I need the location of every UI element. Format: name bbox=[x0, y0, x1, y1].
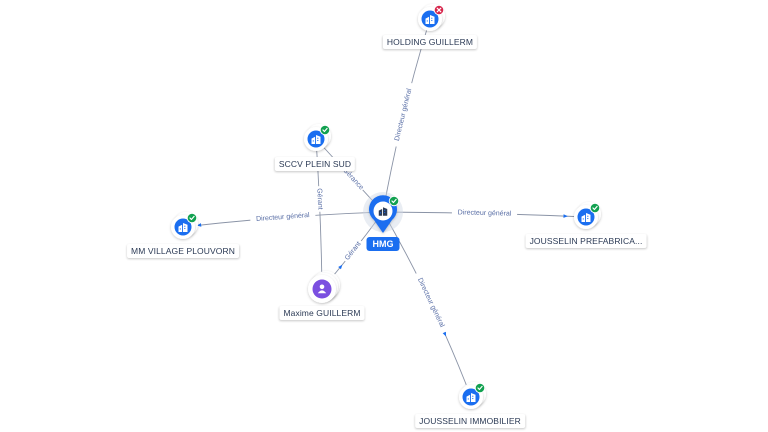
person-node[interactable] bbox=[308, 271, 340, 303]
edge-arrow bbox=[442, 331, 447, 337]
relation-edge-center-mm[interactable]: Directeur général bbox=[182, 210, 384, 228]
edge-label: Directeur général bbox=[416, 277, 446, 329]
company-node-sccv[interactable] bbox=[304, 124, 331, 151]
active-status-icon bbox=[474, 382, 486, 394]
node-label-sccv: SCCV PLEIN SUD bbox=[274, 157, 356, 171]
edge-label-bg bbox=[314, 185, 325, 212]
building-icon bbox=[581, 213, 591, 222]
building-icon bbox=[378, 207, 388, 216]
active-status-icon bbox=[186, 212, 198, 224]
edge-arrow bbox=[196, 223, 202, 227]
building-icon bbox=[178, 223, 188, 232]
node-label-mm: MM VILLAGE PLOUVORN bbox=[127, 244, 239, 258]
edge-label: Gérant bbox=[315, 188, 323, 210]
edge-label-bg bbox=[451, 208, 518, 219]
node-label-person: Maxime GUILLERM bbox=[279, 306, 365, 320]
edge-arrow bbox=[338, 264, 343, 270]
edge-label: Directeur général bbox=[458, 209, 512, 217]
person-icon bbox=[317, 284, 327, 294]
building-icon bbox=[466, 393, 476, 402]
company-node-mm[interactable] bbox=[171, 212, 198, 239]
center-node[interactable] bbox=[363, 192, 403, 233]
edge-label-bg bbox=[391, 82, 416, 148]
edge-label: Gérant bbox=[344, 241, 363, 262]
active-status-icon bbox=[589, 202, 601, 214]
node-label-holding: HOLDING GUILLERM bbox=[382, 35, 478, 49]
edge-arrow bbox=[563, 214, 568, 218]
building-icon bbox=[425, 15, 435, 24]
closed-status-icon bbox=[433, 4, 445, 16]
edge-label-bg bbox=[412, 271, 449, 335]
center-node-label: HMG bbox=[366, 237, 400, 251]
relation-edge-center-prefab[interactable]: Directeur général bbox=[382, 208, 587, 219]
edge-label-bg bbox=[339, 165, 367, 193]
node-label-immo: JOUSSELIN IMMOBILIER bbox=[415, 414, 525, 428]
edge-label: Directeur général bbox=[256, 212, 311, 223]
company-node-prefab[interactable] bbox=[574, 202, 601, 229]
company-node-immo[interactable] bbox=[459, 382, 486, 409]
nodes bbox=[171, 4, 601, 409]
active-status-icon bbox=[319, 124, 331, 136]
building-icon bbox=[311, 135, 321, 144]
node-label-prefab: JOUSSELIN PREFABRICA... bbox=[525, 234, 647, 248]
edge-label-bg bbox=[250, 210, 316, 225]
company-node-holding[interactable] bbox=[418, 4, 445, 31]
edge-label-bg bbox=[341, 238, 365, 264]
active-status-icon bbox=[388, 195, 400, 207]
